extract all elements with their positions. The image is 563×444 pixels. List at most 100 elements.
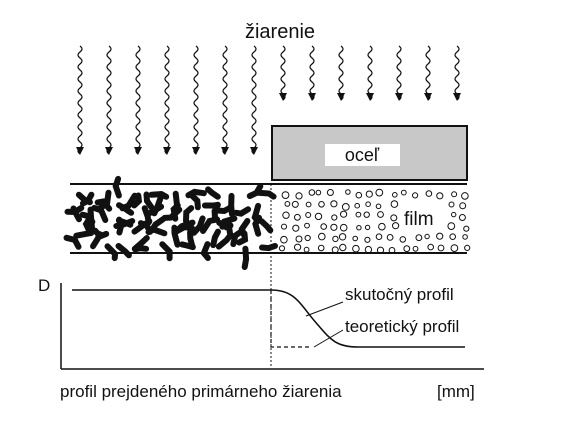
unexposed-grain [338, 233, 347, 241]
unexposed-grain [284, 201, 291, 207]
radiation-ray [424, 45, 432, 101]
unexposed-grain [392, 192, 398, 198]
unexposed-grain [403, 245, 411, 253]
exposed-grain [174, 219, 196, 233]
exposed-grain [241, 245, 250, 270]
unexposed-grain [415, 234, 423, 242]
exposed-grain [215, 231, 234, 250]
exposed-grain [188, 191, 201, 211]
exposed-grain [132, 245, 150, 253]
unexposed-grain [436, 192, 444, 200]
unexposed-grain [365, 201, 371, 207]
unexposed-grain [282, 211, 290, 219]
unexposed-grain [303, 246, 310, 253]
exposed-grain [63, 234, 82, 250]
unexposed-grain [378, 222, 386, 231]
unexposed-grain [377, 211, 384, 218]
unexposed-grain [318, 201, 325, 208]
unexposed-grain [294, 243, 302, 251]
unexposed-grain [352, 244, 360, 253]
unexposed-grain [315, 189, 322, 196]
unexposed-grain [305, 212, 312, 218]
exposed-grain [115, 243, 132, 259]
unexposed-grain [412, 192, 419, 199]
film-label: film [404, 209, 434, 230]
exposed-grains [63, 175, 278, 270]
unexposed-grain [386, 234, 394, 241]
unexposed-grain [320, 223, 328, 230]
unexposed-grain [375, 188, 384, 197]
film-label-box [402, 206, 446, 230]
radiation-label: žiarenie [245, 21, 315, 43]
unexposed-grain [463, 225, 470, 232]
unexposed-grain [278, 245, 286, 252]
unexposed-grain [390, 200, 399, 208]
exposed-grain [171, 224, 181, 248]
unexposed-grain [291, 200, 299, 208]
theoretical-profile-label: teoretický profil [345, 317, 459, 336]
unexposed-grain [317, 244, 325, 252]
exposed-grain [79, 191, 95, 207]
radiation-ray [163, 45, 171, 155]
actual-profile-leader [305, 301, 344, 317]
exposed-grain [230, 229, 244, 248]
unexposed-grain [363, 211, 370, 218]
unexposed-grain [281, 223, 287, 230]
theoretical-profile-line [270, 290, 312, 348]
unexposed-grain [462, 234, 468, 240]
exposed-grain [233, 206, 252, 217]
unexposed-grain [354, 202, 361, 209]
radiation-ray [221, 45, 229, 155]
exposed-grain [236, 230, 249, 246]
unexposed-grain [308, 189, 316, 196]
actual-profile-label: skutočný profil [345, 285, 454, 304]
unexposed-grain [318, 232, 326, 241]
exposed-grain [91, 204, 109, 223]
unexposed-grain [281, 191, 290, 200]
unexposed-grain [425, 190, 433, 197]
exposed-grain [159, 241, 173, 262]
unexposed-grain [375, 203, 382, 210]
exposed-grain [183, 205, 195, 224]
radiation-ray [250, 45, 258, 155]
radiation-ray [134, 45, 142, 155]
unexposed-grain [364, 236, 371, 243]
unexposed-grain [437, 244, 445, 252]
radiation-ray [453, 45, 461, 101]
unexposed-grain [427, 243, 435, 251]
unexposed-grain [376, 246, 385, 254]
radiation-ray [76, 45, 84, 155]
x-axis-label: profil prejdeného primárneho žiarenia [60, 382, 342, 401]
unexposed-grain [399, 236, 407, 243]
unexposed-grain [304, 222, 310, 229]
unexposed-grain [280, 235, 288, 244]
exposed-grain [112, 175, 122, 199]
unexposed-grain [345, 189, 351, 195]
unexposed-grain [464, 244, 471, 251]
unexposed-grains [278, 188, 471, 254]
unexposed-grain [450, 244, 459, 253]
unexposed-grain [436, 232, 444, 240]
radiation-ray [192, 45, 200, 155]
radiation-ray [308, 45, 316, 101]
unexposed-grain [364, 224, 371, 231]
d-axis-label: D [38, 276, 50, 295]
exposed-grain [179, 241, 196, 251]
exposed-grain [210, 228, 221, 249]
unexposed-grain [365, 190, 373, 198]
unexposed-grain [400, 189, 407, 196]
exposed-grain [219, 220, 233, 237]
unexposed-grain [388, 247, 396, 254]
unexposed-grain [451, 191, 458, 198]
radiation-ray [279, 45, 287, 101]
unexposed-grain [392, 222, 400, 230]
exposed-grain [259, 242, 278, 252]
exposed-grain [70, 205, 82, 223]
exposed-grain [258, 218, 274, 234]
radiation-ray [337, 45, 345, 101]
unexposed-grain [305, 201, 312, 208]
unexposed-grain [375, 233, 383, 240]
unexposed-grain [459, 202, 467, 210]
exposed-grain [143, 191, 155, 211]
